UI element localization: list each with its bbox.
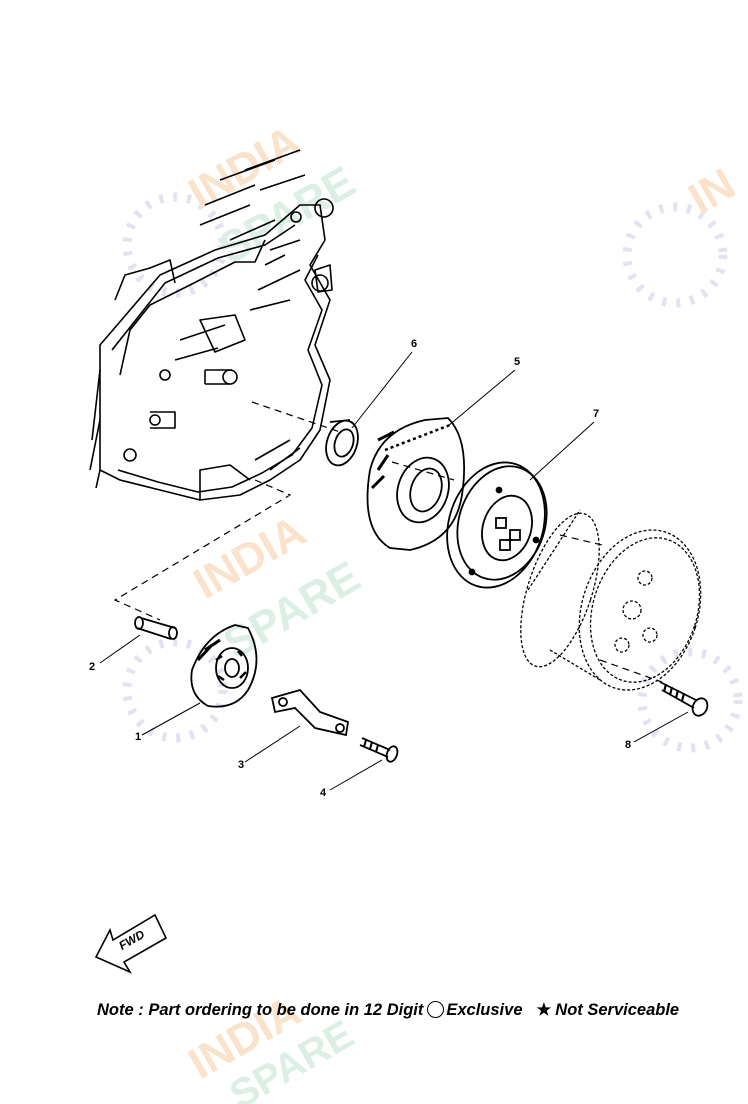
- callout-label-3: 3: [238, 759, 245, 771]
- crankcase-housing: [89, 149, 334, 501]
- callout-label-4: 4: [320, 787, 327, 799]
- note-exclusive-label: Exclusive: [446, 1001, 523, 1019]
- bolt-part-8: [659, 681, 709, 717]
- fwd-arrow-icon: [94, 913, 168, 974]
- note-prefix: Note : Part ordering to be done in 12 Di…: [97, 1001, 424, 1019]
- callout-leaders: [99, 351, 689, 791]
- small-parts-leader: [113, 479, 292, 621]
- callout-label-1: 1: [135, 731, 142, 743]
- assembly-centerline: [251, 401, 663, 683]
- star-icon: ★: [536, 1001, 552, 1019]
- watermark-top-right: IN: [622, 159, 744, 308]
- watermark-middle: INDIA SPARE: [122, 506, 368, 743]
- note-star-label: Not Serviceable: [555, 1001, 680, 1019]
- lever-part-3: [270, 688, 350, 737]
- exclusive-circle-icon: [427, 1001, 445, 1018]
- starter-clutch-part-7: [446, 461, 548, 589]
- ordering-note: Note : Part ordering to be done in 12 Di…: [97, 1000, 679, 1020]
- gear-part-1: [190, 624, 258, 708]
- screw-part-4: [359, 737, 399, 763]
- watermark-middle-right: [637, 647, 743, 753]
- callout-label-2: 2: [89, 661, 96, 673]
- starter-idle-gear-part-5: [366, 417, 465, 551]
- callout-label-7: 7: [593, 408, 600, 420]
- svg-text:IN: IN: [681, 159, 744, 223]
- callout-label-8: 8: [625, 739, 632, 751]
- oil-seal-part-6: [325, 419, 359, 467]
- callout-label-5: 5: [514, 356, 521, 368]
- callout-label-6: 6: [411, 338, 418, 350]
- flywheel-dashed-outline: [520, 509, 702, 691]
- dowel-pin-part-2: [134, 616, 178, 640]
